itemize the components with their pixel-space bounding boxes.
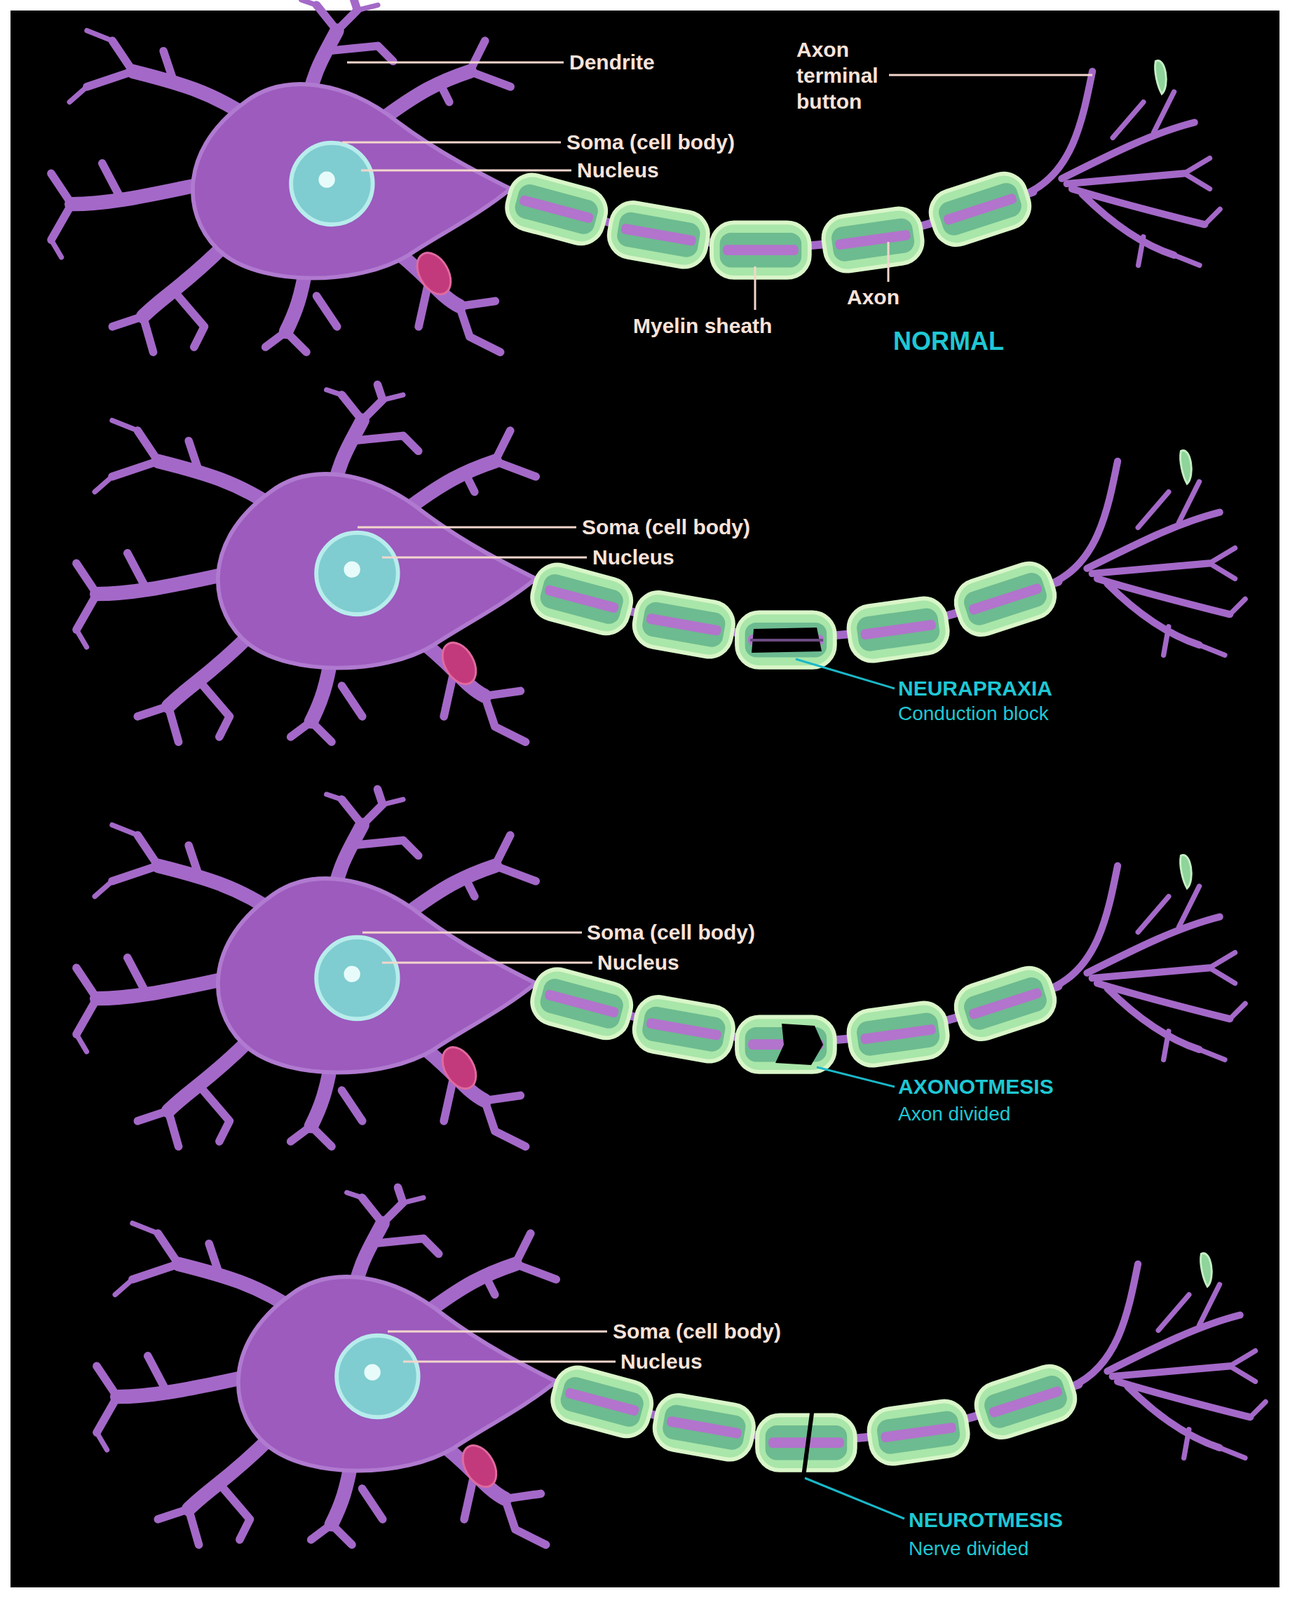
part-label: Soma (cell body) (586, 920, 756, 946)
injury-title: AXONOTMESIS (898, 1074, 1054, 1100)
injury-description: Axon divided (898, 1102, 1011, 1126)
part-label: Nucleus (576, 158, 660, 183)
part-label: Nucleus (597, 950, 680, 976)
part-label: Axon (846, 285, 900, 310)
part-label: Soma (cell body) (612, 1319, 782, 1344)
intact-axon (750, 638, 824, 642)
injury-title: NEUROTMESIS (908, 1508, 1063, 1533)
part-label: Dendrite (569, 50, 655, 76)
part-label: Nucleus (592, 545, 675, 570)
neuron-figure (76, 789, 1246, 1147)
injury-description: Nerve divided (908, 1537, 1029, 1560)
part-label: Axon terminal button (796, 36, 895, 115)
part-label: Soma (cell body) (581, 515, 751, 540)
leader-lines (342, 62, 1093, 1362)
part-label: Soma (cell body) (566, 130, 735, 155)
panel-title: NORMAL (893, 326, 1004, 356)
neuron-figure (76, 384, 1246, 743)
injury-description: Conduction block (898, 702, 1049, 725)
neuron-figure (96, 1187, 1266, 1546)
injury-leaders (795, 659, 905, 1519)
part-label: Myelin sheath (633, 314, 772, 339)
neuron-figure (51, 0, 1220, 352)
part-label: Nucleus (620, 1349, 703, 1375)
axon-gap (775, 1023, 824, 1065)
injury-title: NEURAPRAXIA (898, 676, 1053, 702)
nerve-cut (803, 1407, 813, 1477)
injury-marks (750, 627, 824, 1477)
